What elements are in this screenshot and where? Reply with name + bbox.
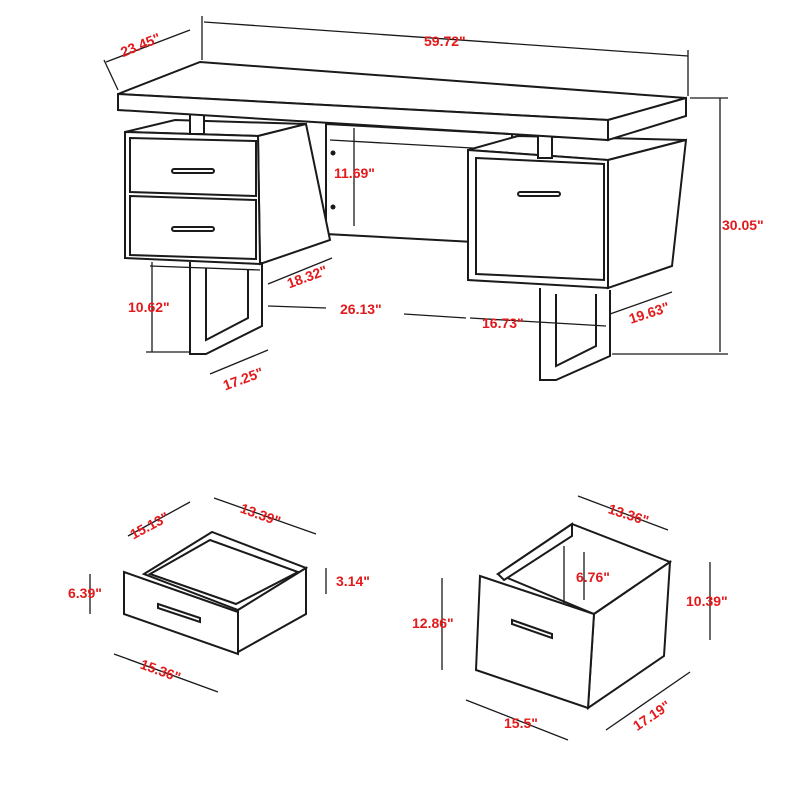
right-pedestal-width-label: 16.73" — [482, 315, 524, 331]
small-drawer-front-height-label: 6.39" — [68, 585, 102, 601]
small-drawer-front-width-label: 15.36" — [138, 656, 183, 685]
file-drawer-rail-height-label: 6.76" — [576, 569, 610, 585]
right-leg-frame — [539, 288, 611, 381]
modesty-panel-height-label: 11.69" — [334, 165, 375, 181]
drawer-handle-icon — [171, 168, 215, 174]
leg-clearance-label: 10.62" — [128, 299, 170, 315]
small-drawer-inner-width-label: 13.39" — [238, 500, 283, 529]
drawer-handle-icon — [157, 602, 201, 624]
file-drawer-front-width-label: 15.5" — [504, 715, 538, 731]
leg-width-label: 17.25" — [221, 364, 266, 393]
file-drawer-inner-width-label: 13.36" — [606, 501, 651, 529]
small-drawer-depth-label: 15.13" — [127, 509, 171, 543]
right-pedestal-depth-label: 19.63" — [627, 299, 672, 327]
small-drawer-inner-height-label: 3.14" — [336, 573, 370, 589]
desktop-surface — [117, 60, 687, 142]
left-top-drawer-front — [129, 136, 257, 198]
left-pedestal — [124, 111, 332, 266]
drawer-handle-icon — [171, 226, 215, 232]
left-pedestal-depth-label: 18.32" — [285, 262, 330, 291]
file-drawer-depth-label: 17.19" — [630, 697, 673, 734]
desk-depth-label: 23.45" — [118, 30, 163, 60]
desk-illustration — [117, 60, 688, 381]
file-drawer-illustration — [474, 522, 673, 710]
file-drawer-front-detail — [474, 574, 596, 710]
file-drawer-front — [475, 156, 605, 282]
desk-width-label: 59.72" — [424, 33, 466, 49]
desk-height-label: 30.05" — [722, 217, 764, 233]
small-drawer-illustration — [123, 530, 309, 656]
right-pedestal — [467, 133, 688, 290]
knee-space-label: 26.13" — [340, 301, 382, 317]
file-drawer-side-height-label: 10.39" — [686, 593, 728, 609]
left-leg-frame — [149, 262, 263, 355]
file-drawer-front-height-label: 12.86" — [412, 615, 454, 631]
drawer-handle-icon — [517, 191, 561, 197]
drawer-handle-icon — [511, 618, 553, 640]
